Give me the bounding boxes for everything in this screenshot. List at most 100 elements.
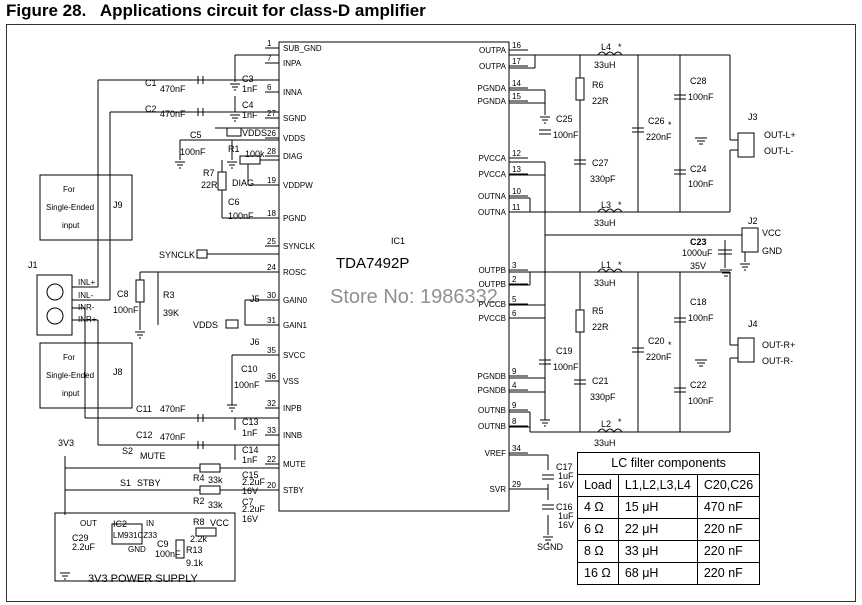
r7-label: R7 [203, 168, 215, 178]
c16-value: 1uF [558, 511, 574, 521]
c1-label: C1 [145, 78, 157, 88]
r4-resistor [199, 463, 221, 473]
j2-connector [741, 227, 759, 253]
l1-label: L1 [601, 260, 611, 270]
j4-label: J4 [748, 319, 758, 329]
c4-value: 1nF [242, 110, 258, 120]
c24-label: C24 [690, 164, 707, 174]
c17-label: C17 [556, 462, 573, 472]
c23-rating: 35V [690, 261, 706, 271]
pin-number: 28 [267, 147, 276, 156]
l4-star: * [618, 42, 622, 52]
pin-name: INNB [283, 431, 302, 440]
vdds-label-top: VDDS [242, 128, 267, 138]
l4-label: L4 [601, 42, 611, 52]
pin-number: 9 [512, 401, 517, 410]
pin-name: MUTE [283, 460, 306, 469]
pin-name: SVCC [283, 351, 305, 360]
r1-label: R1 [228, 144, 240, 154]
j5-label: J5 [250, 294, 260, 304]
pin-number: 10 [512, 187, 521, 196]
left-components [36, 76, 261, 582]
pin-number: 30 [267, 291, 276, 300]
pin-name: SGND [283, 114, 306, 123]
stby-switch-label: STBY [137, 478, 161, 488]
pin-name: PGNDA [478, 84, 507, 93]
lc-cell-inductor: 68 μH [617, 562, 698, 585]
pin-number: 2 [512, 275, 517, 284]
pin-name: SUB_GND [283, 44, 322, 53]
pin-number: 13 [512, 165, 521, 174]
pin-name: INPA [283, 59, 302, 68]
ground-icon [543, 536, 553, 544]
r6-label: R6 [592, 80, 604, 90]
c13-value: 1nF [242, 428, 258, 438]
lc-cell-capacitor: 220 nF [696, 540, 761, 563]
pin-number: 26 [267, 129, 276, 138]
pin-number: 1 [267, 39, 272, 48]
pin-name: GAIN0 [283, 296, 308, 305]
c18-label: C18 [690, 297, 707, 307]
c15-value: 2.2uF [242, 477, 266, 487]
r3-value: 39K [163, 308, 179, 318]
c1-value: 470nF [160, 84, 186, 94]
c9-value: 100nF [155, 549, 181, 559]
pin-number: 22 [267, 455, 276, 464]
c22-value: 100nF [688, 396, 714, 406]
pin-name: PGNDA [478, 97, 507, 106]
vcc-label-psu: VCC [210, 518, 230, 528]
ic2-gnd-pin: GND [128, 545, 146, 554]
l3-value: 33uH [594, 218, 616, 228]
r2-resistor [199, 485, 221, 495]
c19-label: C19 [556, 346, 573, 356]
pin-number: 35 [267, 346, 276, 355]
pin-number: 36 [267, 372, 276, 381]
c26-label: C26 [648, 116, 665, 126]
sgnd-label: SGND [537, 542, 564, 552]
pin-name: STBY [283, 486, 305, 495]
l3-inductor [597, 208, 623, 213]
c21-value: 330pF [590, 392, 616, 402]
table-row: 8 Ω 33 μH 220 nF [577, 540, 761, 563]
c17-value: 1uF [558, 471, 574, 481]
se-bot-line1: For [63, 353, 75, 362]
out-r-plus-label: OUT-R+ [762, 340, 795, 350]
j6-label: J6 [250, 337, 260, 347]
l2-value: 33uH [594, 438, 616, 448]
ground-icon [227, 404, 237, 412]
inl-minus-label: INL- [78, 291, 93, 300]
synclk-flag [196, 249, 208, 259]
se-top-line1: For [63, 185, 75, 194]
pin-name: INNA [283, 88, 303, 97]
c16-label: C16 [556, 502, 573, 512]
c3-value: 1nF [242, 84, 258, 94]
psu-title: 3V3 POWER SUPPLY [88, 573, 198, 585]
r1-value: 100k [245, 149, 265, 159]
c22-label: C22 [690, 380, 707, 390]
single-ended-box-bottom [39, 342, 133, 409]
c26-value: 220nF [646, 132, 672, 142]
ic2-label: IC2 [113, 519, 127, 529]
pin-number: 8 [512, 417, 517, 426]
pin-name: OUTPB [478, 280, 506, 289]
c27-label: C27 [592, 158, 609, 168]
r13-resistor [175, 539, 185, 559]
s1-label: S1 [120, 478, 131, 488]
j8-label: J8 [113, 367, 123, 377]
ic1-ref: IC1 [391, 236, 405, 246]
pin-name: OUTNA [478, 208, 507, 217]
lc-table-header-row: Load L1,L2,L3,L4 C20,C26 [577, 474, 761, 497]
pin-number: 14 [512, 79, 521, 88]
r3-resistor [135, 279, 145, 303]
pin-number: 3 [512, 261, 517, 270]
c9-label: C9 [157, 539, 169, 549]
figure-frame [6, 24, 856, 602]
pin-number: 15 [512, 92, 521, 101]
pin-number: 33 [267, 426, 276, 435]
out-l-minus-label: OUT-L- [764, 146, 794, 156]
